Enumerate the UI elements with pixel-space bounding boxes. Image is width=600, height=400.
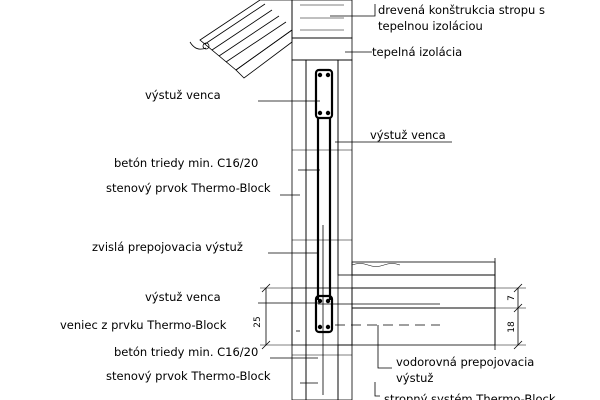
label-ring-beam-rebar-top: výstuž venca: [145, 88, 221, 102]
wooden-ceiling: [291, 0, 353, 61]
ring-beam-rebar-top: [314, 68, 334, 120]
ring-beam-rebar-bottom: [314, 294, 440, 334]
label-ceiling-system: stropný systém Thermo-Block: [384, 392, 556, 400]
label-wall-element-top: stenový prvok Thermo-Block: [106, 181, 271, 195]
label-concrete-class-bottom: betón triedy min. C16/20: [114, 345, 258, 359]
label-wall-element-bottom: stenový prvok Thermo-Block: [106, 369, 271, 383]
label-vertical-connecting-rebar: zvislá prepojovacia výstuž: [92, 240, 243, 254]
roof-covering: [189, 0, 293, 79]
floor-slab: [351, 258, 496, 350]
vertical-rebar: [316, 118, 332, 395]
dim-slab-thickness: 18: [507, 321, 517, 333]
dimension-slab: 7 18: [495, 283, 526, 350]
wall-section: [291, 59, 353, 400]
dim-ring-beam-height: 25: [253, 316, 263, 327]
dim-slab-top-layer: 7: [507, 295, 517, 301]
dimension-ring-beam: 25: [253, 283, 292, 350]
label-ring-beam-rebar-right: výstuž venca: [370, 128, 446, 142]
label-thermal-insulation: tepelná izolácia: [372, 45, 462, 59]
label-ring-beam-thermo-block: veniec z prvku Thermo-Block: [60, 318, 227, 332]
label-concrete-class-top: betón triedy min. C16/20: [114, 156, 258, 170]
label-wood-ceiling-line1: drevená konštrukcia stropu s: [378, 3, 545, 17]
label-ring-beam-rebar-mid: výstuž venca: [145, 290, 221, 304]
label-horizontal-connecting-rebar-line1: vodorovná prepojovacia: [396, 355, 534, 369]
label-horizontal-connecting-rebar-line2: výstuž: [396, 371, 433, 385]
label-wood-ceiling-line2: tepelnou izoláciou: [378, 19, 483, 33]
leader-lines: [258, 4, 452, 397]
